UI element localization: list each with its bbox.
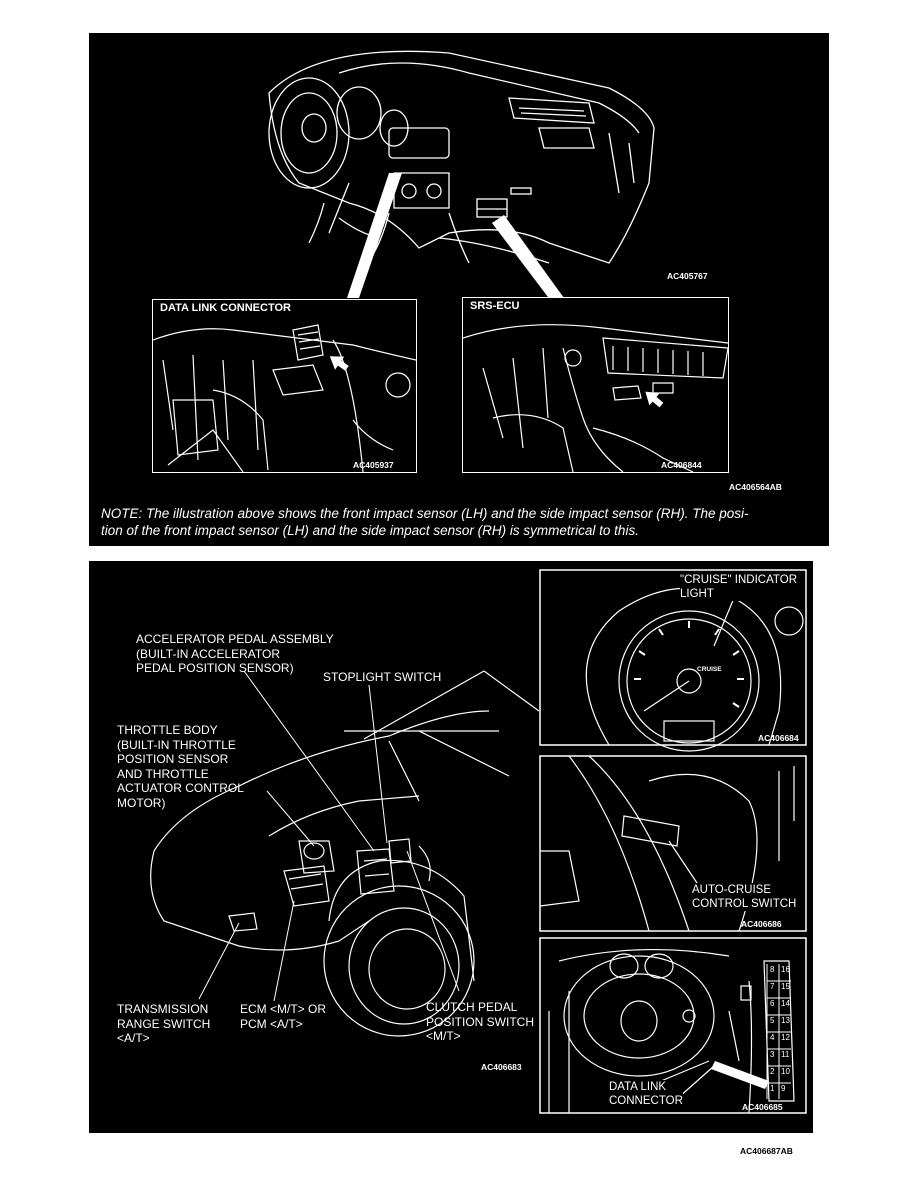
transmission-label-line-2: RANGE SWITCH	[117, 1016, 211, 1031]
bottom-figure-panel: ACCELERATOR PEDAL ASSEMBLY (BUILT-IN ACC…	[89, 561, 813, 1133]
ecm-label-line-1: ECM <M/T> OR	[240, 1002, 327, 1016]
connector-pin-1: 1	[770, 1084, 775, 1093]
data-link-connector-title: DATA LINK CONNECTOR	[158, 302, 293, 314]
cruise-label-line-1: "CRUISE" INDICATOR	[680, 574, 797, 586]
bottom-figure-code: AC406687AB	[740, 1146, 793, 1156]
note-line-2: tion of the front impact sensor (LH) and…	[101, 523, 639, 538]
transmission-label-line-1: TRANSMISSION	[117, 1002, 209, 1016]
connector-pin-2: 2	[770, 1067, 775, 1076]
clutch-label-line-2: POSITION SWITCH	[426, 1014, 534, 1029]
auto-cruise-inset-code: AC406686	[741, 919, 782, 929]
throttle-label-line-2: (BUILT-IN THROTTLE	[117, 737, 236, 752]
vehicle-component-location-illustration	[150, 569, 807, 1114]
impact-sensor-note: NOTE: The illustration above shows the f…	[101, 505, 823, 539]
data-link-connector-label: DATA LINK CONNECTOR	[609, 1080, 683, 1108]
stoplight-switch-label: STOPLIGHT SWITCH	[323, 670, 442, 684]
throttle-label-line-1: THROTTLE BODY	[117, 723, 218, 737]
connector-pin-5: 5	[770, 1016, 775, 1025]
connector-pin-7: 7	[770, 982, 775, 991]
cruise-label-line-2: LIGHT	[680, 588, 714, 600]
main-illustration-code: AC406683	[481, 1062, 522, 1072]
connector-pin-9: 9	[781, 1084, 786, 1093]
srs-ecu-inset: SRS-ECU AC406844	[462, 297, 729, 473]
dashboard-overview-illustration	[268, 50, 655, 301]
srs-ecu-title: SRS-ECU	[468, 300, 522, 312]
data-link-connector-illustration	[153, 324, 416, 472]
accelerator-pedal-assembly-label: ACCELERATOR PEDAL ASSEMBLY (BUILT-IN ACC…	[136, 632, 334, 676]
throttle-label-line-3: POSITION SENSOR	[117, 752, 229, 766]
cruise-inset-code: AC406684	[758, 733, 799, 743]
top-figure-panel: AC405767 DATA LINK CONNECTOR AC405937	[89, 33, 829, 546]
connector-pin-4: 4	[770, 1033, 775, 1042]
connector-pin-6: 6	[770, 999, 775, 1008]
top-figure-code: AC406564AB	[729, 482, 782, 492]
throttle-body-label: THROTTLE BODY (BUILT-IN THROTTLE POSITIO…	[117, 723, 244, 810]
data-link-connector-inset: DATA LINK CONNECTOR AC405937	[152, 299, 417, 473]
connector-pin-10: 10	[781, 1067, 790, 1076]
connector-pin-12: 12	[781, 1033, 790, 1042]
clutch-pedal-position-switch-label: CLUTCH PEDAL POSITION SWITCH <M/T>	[426, 1000, 534, 1044]
connector-pin-3: 3	[770, 1050, 775, 1059]
auto-cruise-label-line-1: AUTO-CRUISE	[692, 884, 772, 896]
throttle-label-line-4: AND THROTTLE	[117, 766, 209, 781]
connector-pin-14: 14	[781, 999, 790, 1008]
connector-pin-13: 13	[781, 1016, 790, 1025]
data-link-connector-code: AC405937	[353, 460, 394, 470]
transmission-range-switch-label: TRANSMISSION RANGE SWITCH <A/T>	[117, 1002, 210, 1046]
ecm-label-line-2: PCM <A/T>	[240, 1016, 303, 1031]
overview-figure-code: AC405767	[667, 271, 708, 281]
accelerator-label-line-2: (BUILT-IN ACCELERATOR	[136, 646, 281, 661]
data-link-inset-code: AC406685	[742, 1102, 783, 1112]
clutch-label-line-3: <M/T>	[426, 1029, 461, 1043]
accelerator-label-line-1: ACCELERATOR PEDAL ASSEMBLY	[136, 632, 334, 646]
cruise-indicator-light-label: "CRUISE" INDICATOR LIGHT	[680, 573, 797, 601]
srs-ecu-illustration	[463, 324, 728, 472]
throttle-label-line-5: ACTUATOR CONTROL	[117, 781, 244, 795]
cruise-gauge-text: CRUISE	[697, 666, 722, 673]
connector-pin-8: 8	[770, 965, 775, 974]
connector-pin-15: 15	[781, 982, 790, 991]
connector-pin-11: 11	[781, 1050, 790, 1059]
accelerator-label-line-3: PEDAL POSITION SENSOR)	[136, 661, 294, 675]
auto-cruise-control-switch-label: AUTO-CRUISE CONTROL SWITCH	[692, 883, 797, 911]
dlc-label-line-2: CONNECTOR	[609, 1095, 683, 1107]
auto-cruise-label-line-2: CONTROL SWITCH	[692, 898, 797, 910]
srs-ecu-code: AC406844	[661, 460, 702, 470]
throttle-label-line-6: MOTOR)	[117, 795, 166, 810]
clutch-label-line-1: CLUTCH PEDAL	[426, 1000, 518, 1014]
transmission-label-line-3: <A/T>	[117, 1031, 150, 1045]
ecm-pcm-label: ECM <M/T> OR PCM <A/T>	[240, 1002, 326, 1031]
dlc-label-line-1: DATA LINK	[609, 1081, 667, 1093]
connector-pin-16: 16	[781, 965, 790, 974]
note-line-1: NOTE: The illustration above shows the f…	[101, 506, 749, 521]
